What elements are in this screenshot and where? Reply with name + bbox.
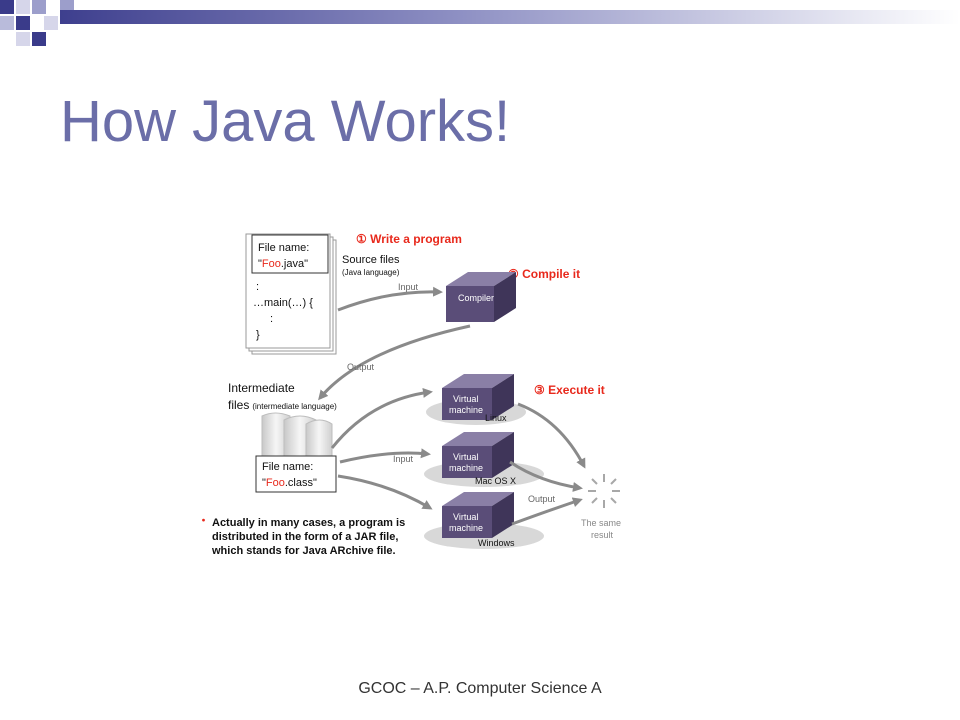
note-line: Actually in many cases, a program is (212, 517, 405, 529)
header-square (16, 0, 30, 14)
header-square (32, 32, 46, 46)
source-code-line: } (256, 329, 260, 341)
vm-mac: Virtual machine Mac OS X (424, 432, 544, 487)
header-square (0, 0, 14, 14)
header-square (0, 16, 14, 30)
header-gradient-bar (60, 10, 960, 24)
output-label-vm: Output (528, 494, 556, 504)
header-square (16, 16, 30, 30)
source-code-line: : (256, 281, 259, 293)
result-burst-icon (588, 474, 620, 508)
vm-label: Virtual (453, 452, 478, 462)
source-filename-value: "Foo.java" (258, 258, 308, 270)
compiler-label: Compiler (458, 293, 494, 303)
step-compile: ② Compile it (508, 267, 580, 281)
arrow-output-intermediate (318, 324, 471, 401)
vm-label: machine (449, 463, 483, 473)
class-filename-value: "Foo.class" (262, 477, 317, 489)
vm-windows: Virtual machine Windows (424, 492, 544, 549)
source-file-card: File name: "Foo.java" : …main(…) { : } (245, 233, 337, 355)
source-code-line: : (270, 313, 273, 325)
vm-label: machine (449, 523, 483, 533)
output-label-compiler: Output (347, 362, 375, 372)
note-line: distributed in the form of a JAR file, (212, 531, 398, 543)
vm-linux: Virtual machine Linux (426, 374, 526, 425)
platform-linux: Linux (485, 413, 507, 423)
note-bullet: ・ (198, 515, 209, 527)
platform-mac: Mac OS X (475, 476, 516, 486)
slide-title: How Java Works! (60, 89, 511, 154)
step-execute: ③ Execute it (534, 383, 605, 397)
class-filename-label: File name: (262, 461, 313, 473)
vm-label: Virtual (453, 512, 478, 522)
result-label: The same (581, 518, 621, 528)
header-square (44, 16, 58, 30)
header-square (32, 0, 46, 14)
intermediate-label: Intermediate (228, 381, 295, 395)
arrow-mac-result (509, 460, 583, 492)
platform-windows: Windows (478, 538, 515, 548)
arrow-windows-result (511, 497, 583, 526)
source-filename-label: File name: (258, 242, 309, 254)
class-file-card: File name: "Foo.class" (255, 455, 337, 493)
result-label: result (591, 530, 614, 540)
input-label-vm: Input (393, 454, 414, 464)
vm-label: Virtual (453, 394, 478, 404)
header-decoration (0, 0, 960, 46)
compiler-box: Compiler (446, 272, 516, 322)
step-write-program: ① Write a program (356, 232, 462, 246)
arrow-linux-result (517, 402, 586, 469)
header-square (16, 32, 30, 46)
source-code-line: …main(…) { (253, 297, 313, 309)
header-square (60, 0, 74, 10)
arrow-to-vm-mac (339, 448, 431, 464)
arrow-to-vm-linux (330, 387, 433, 449)
source-files-sub: (Java language) (342, 268, 400, 277)
intermediate-files-label: files(intermediate language) (228, 398, 337, 412)
arrow-to-vm-windows (337, 474, 433, 510)
arrow-input-compiler (337, 286, 443, 312)
vm-label: machine (449, 405, 483, 415)
note-line: which stands for Java ARchive file. (211, 545, 396, 557)
input-label-compiler: Input (398, 282, 419, 292)
slide-footer: GCOC – A.P. Computer Science A (358, 680, 602, 697)
source-files-label: Source files (342, 254, 400, 266)
